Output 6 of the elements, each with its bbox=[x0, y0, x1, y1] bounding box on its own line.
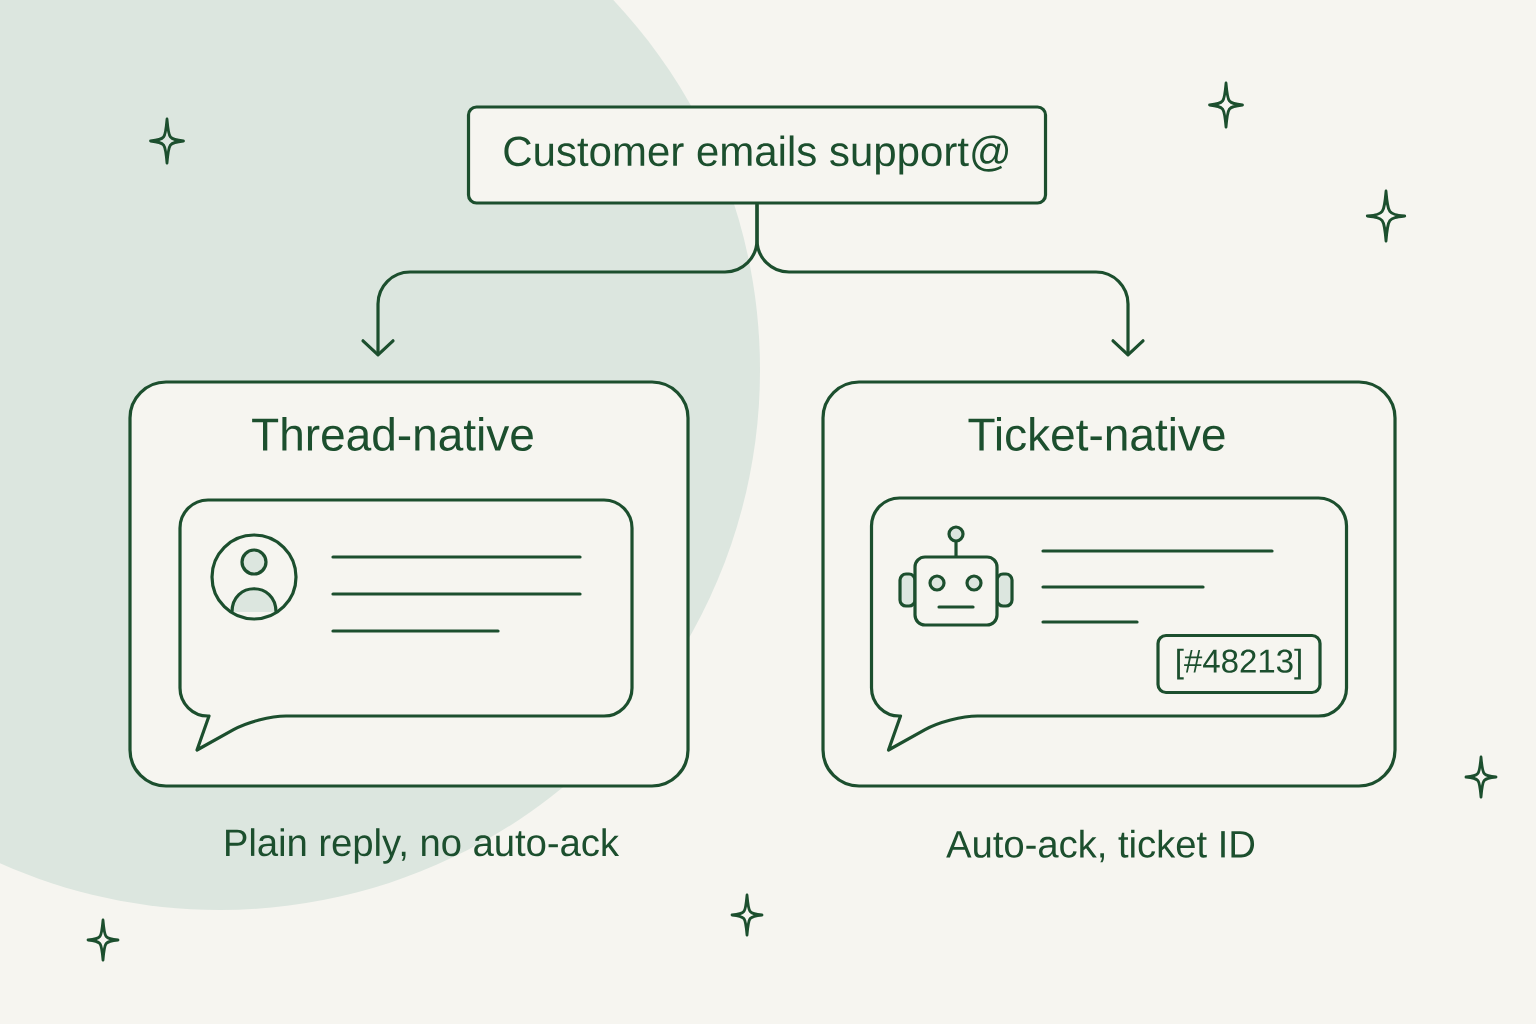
source-box: Customer emails support@ bbox=[466, 105, 1048, 205]
arrow bbox=[755, 203, 1145, 357]
speech-bubble bbox=[178, 498, 634, 752]
node-label: Plain reply, no auto-ack bbox=[226, 828, 620, 864]
node-label: Auto-ack, ticket ID bbox=[946, 829, 1255, 863]
tag-box: [#48213] bbox=[1156, 633, 1322, 695]
